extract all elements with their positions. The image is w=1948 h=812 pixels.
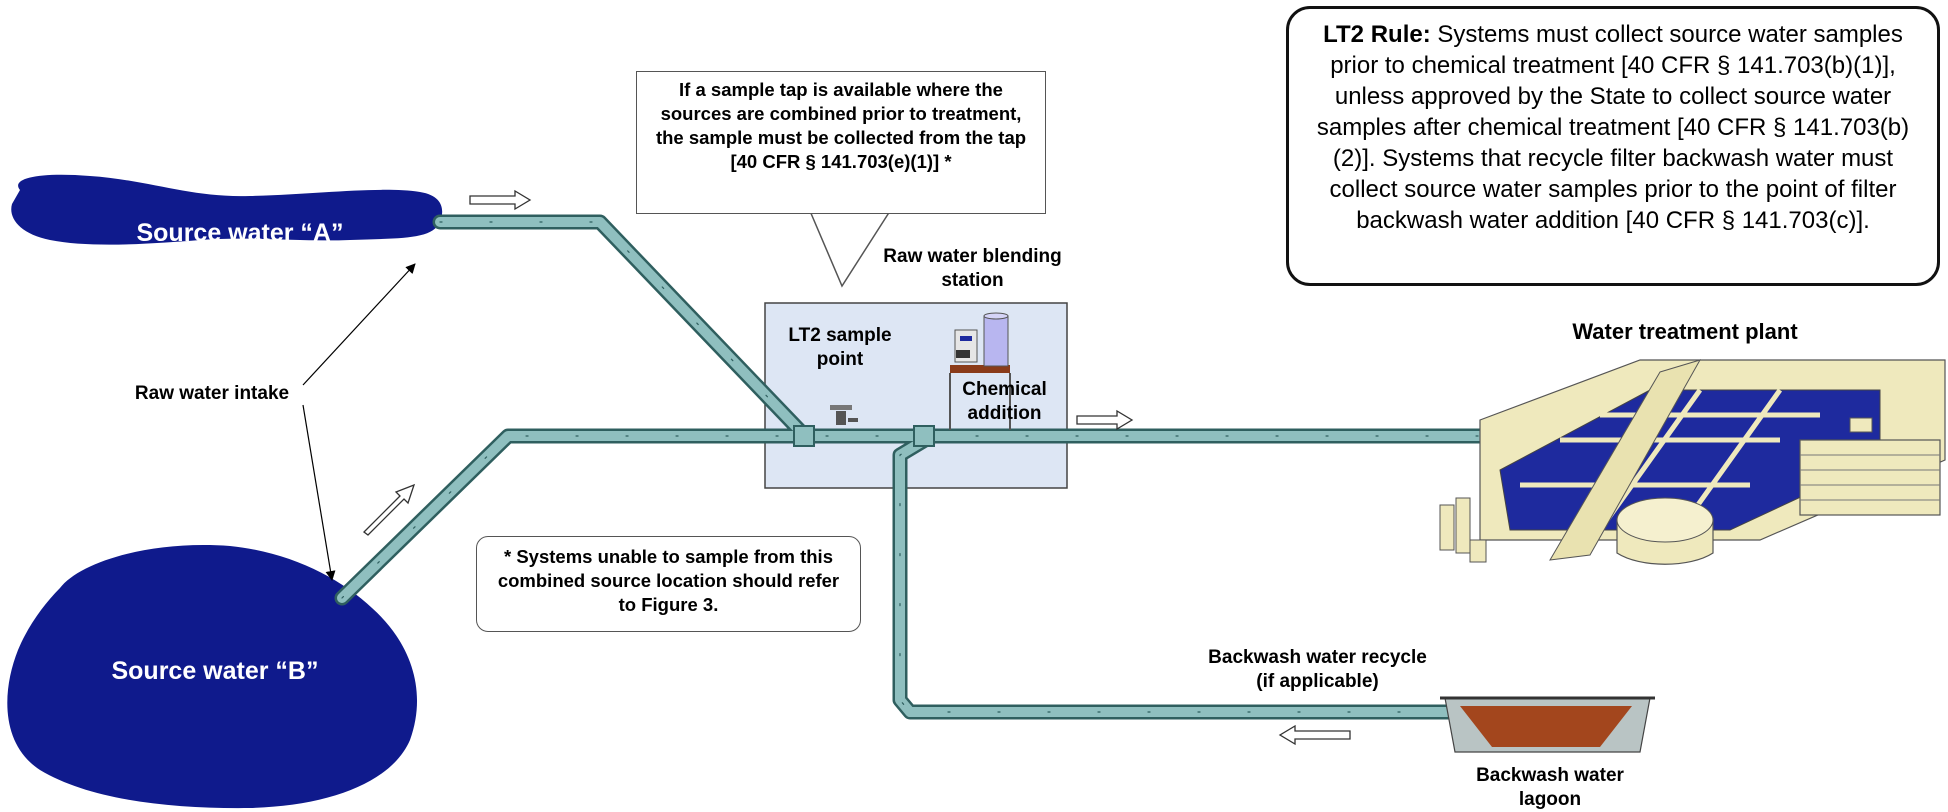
flow-arrow-left-backwash bbox=[1278, 724, 1351, 746]
intake-leader-lines bbox=[302, 263, 416, 581]
pipe-source-a bbox=[432, 214, 813, 444]
backwash-lagoon-label: Backwash water lagoon bbox=[1476, 765, 1624, 810]
chemical-feed-tank-icon bbox=[949, 312, 1011, 430]
junction-fitting bbox=[913, 425, 935, 447]
flow-arrow-right-a bbox=[469, 189, 532, 211]
sample-tap-callout: If a sample tap is available where the s… bbox=[636, 71, 1046, 214]
lt2-rule-box: LT2 Rule: Systems must collect source wa… bbox=[1286, 6, 1940, 286]
lt2-rule-heading: LT2 Rule: bbox=[1323, 21, 1431, 48]
blending-station-box bbox=[764, 302, 1068, 489]
footnote-callout: * Systems unable to sample from this com… bbox=[476, 536, 861, 632]
raw-water-intake-label: Raw water intake bbox=[134, 383, 290, 404]
flow-arrows bbox=[363, 189, 1351, 746]
source-water-b-lake bbox=[7, 545, 418, 809]
source-water-a-label: Source water “A” bbox=[136, 219, 344, 247]
pipes bbox=[334, 214, 1498, 720]
source-water-b-label: Source water “B” bbox=[111, 657, 319, 685]
lt2-sample-point-label: LT2 sample point bbox=[788, 325, 892, 370]
water-treatment-plant-label: Water treatment plant bbox=[1572, 319, 1798, 344]
source-water-a-lake bbox=[11, 174, 443, 245]
water-treatment-plant-illustration bbox=[1439, 359, 1946, 565]
backwash-lagoon-illustration bbox=[1440, 696, 1655, 753]
sample-tap-valve-icon bbox=[830, 405, 858, 425]
sample-tap-callout-pointer bbox=[808, 210, 892, 288]
junction-fitting bbox=[793, 425, 815, 447]
flow-arrow-diagonal-b bbox=[363, 483, 416, 536]
backwash-recycle-label: Backwash water recycle (if applicable) bbox=[1208, 647, 1427, 692]
blending-station-label: Raw water blending station bbox=[883, 246, 1062, 291]
chemical-addition-label: Chemical addition bbox=[962, 379, 1047, 424]
lt2-rule-text: Systems must collect source water sample… bbox=[1316, 21, 1910, 234]
flow-arrow-right-plant bbox=[1076, 409, 1134, 431]
